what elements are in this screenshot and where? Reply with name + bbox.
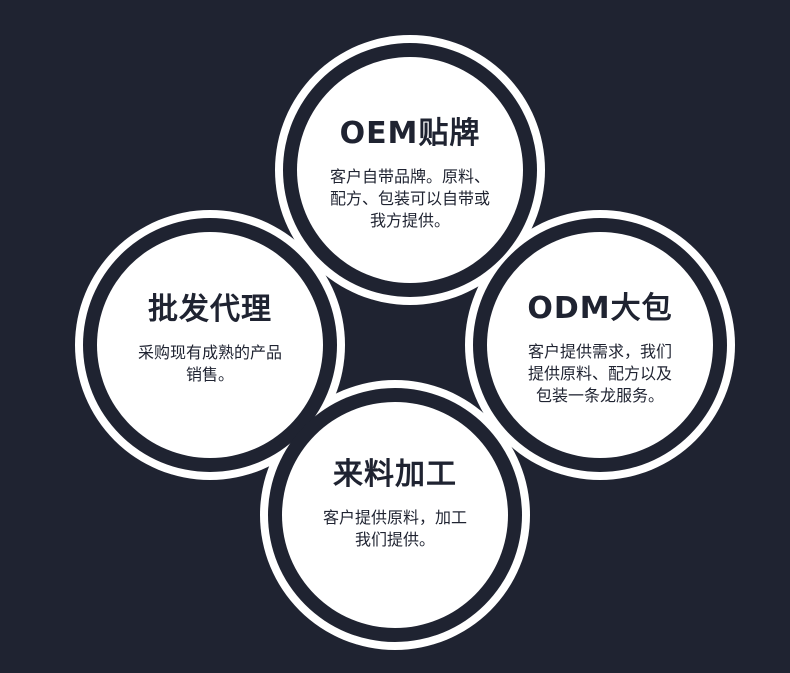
node-oem-line: 客户自带品牌。原料、 <box>329 167 490 186</box>
node-wholesale: 批发代理 采购现有成熟的产品 销售。 <box>100 284 320 386</box>
node-odm-title: ODM大包 <box>527 291 673 326</box>
node-oem-title: OEM贴牌 <box>339 116 481 151</box>
node-processing-line: 我们提供。 <box>354 530 435 549</box>
node-odm-line: 包装一条龙服务。 <box>535 386 664 405</box>
node-processing-title: 来料加工 <box>333 457 457 492</box>
node-wholesale-disc <box>97 232 323 458</box>
node-odm: ODM大包 客户提供需求，我们 提供原料、配方以及 包装一条龙服务。 <box>490 283 710 407</box>
node-processing: 来料加工 客户提供原料，加工 我们提供。 <box>285 449 505 551</box>
node-oem-line: 配方、包装可以自带或 <box>329 189 490 208</box>
node-oem-desc: 客户自带品牌。原料、 配方、包装可以自带或 我方提供。 <box>300 166 520 232</box>
node-wholesale-line: 采购现有成熟的产品 <box>137 343 282 362</box>
node-oem: OEM贴牌 客户自带品牌。原料、 配方、包装可以自带或 我方提供。 <box>300 108 520 232</box>
node-odm-disc <box>487 232 713 458</box>
node-oem-line: 我方提供。 <box>369 211 450 230</box>
node-processing-desc: 客户提供原料，加工 我们提供。 <box>285 507 505 551</box>
node-wholesale-line: 销售。 <box>185 365 234 384</box>
node-oem-disc <box>297 57 523 283</box>
node-odm-line: 客户提供需求，我们 <box>527 342 672 361</box>
node-processing-line: 客户提供原料，加工 <box>322 508 467 527</box>
node-wholesale-title: 批发代理 <box>148 292 272 327</box>
node-processing-disc <box>282 402 508 628</box>
node-odm-line: 提供原料、配方以及 <box>527 364 672 383</box>
node-odm-desc: 客户提供需求，我们 提供原料、配方以及 包装一条龙服务。 <box>490 341 710 407</box>
node-wholesale-desc: 采购现有成熟的产品 销售。 <box>100 342 320 386</box>
